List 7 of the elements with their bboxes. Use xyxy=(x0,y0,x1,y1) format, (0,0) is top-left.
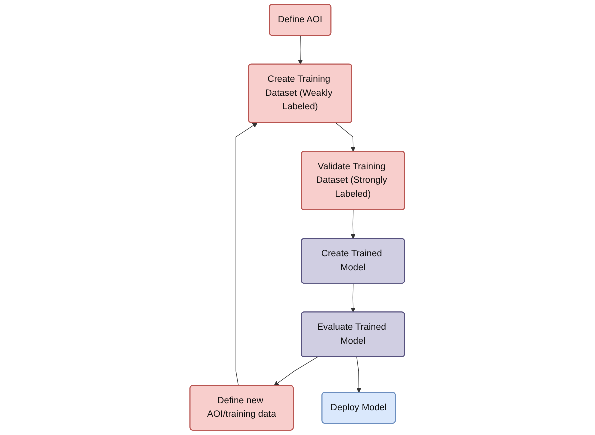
arrow xyxy=(298,36,304,65)
arrow xyxy=(356,356,362,394)
arrow xyxy=(236,122,258,386)
arrow xyxy=(350,284,356,313)
arrow xyxy=(350,210,356,240)
arrow xyxy=(274,356,318,386)
arrow xyxy=(336,122,356,152)
